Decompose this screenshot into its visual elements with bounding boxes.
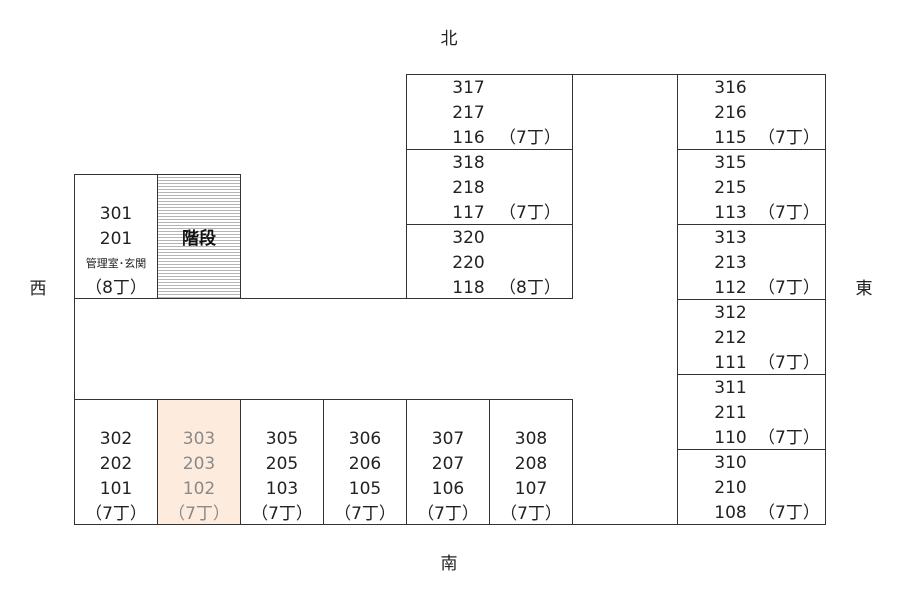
stairs: 階段	[157, 174, 241, 299]
room-number-bottom: 111	[714, 353, 747, 373]
room-number-mid: 201	[99, 229, 133, 249]
room-number-top: 311	[714, 378, 747, 398]
room-number-top: 305	[265, 429, 299, 449]
room-number-bottom: 108	[714, 503, 747, 523]
room-number-mid: 211	[714, 403, 747, 423]
room-number-bottom: 103	[265, 479, 299, 499]
room-number-mid: 207	[431, 454, 465, 474]
room-number-mid: 217	[452, 103, 485, 123]
room-number-top: 308	[514, 429, 548, 449]
room-number-mid: 203	[182, 454, 216, 474]
room-number-bottom: 117	[452, 203, 485, 223]
room-number-top: 317	[452, 78, 485, 98]
room-size: （7丁）	[758, 428, 820, 448]
room-303-highlighted: 303 203 102 （7丁）	[157, 399, 241, 525]
room-size: （7丁）	[499, 203, 561, 223]
room-size: （8丁）	[85, 278, 147, 298]
room-size: （8丁）	[499, 278, 561, 298]
room-number-top: 313	[714, 228, 747, 248]
corridor-ns	[573, 75, 677, 524]
direction-east: 東	[855, 279, 873, 299]
stairs-label: 階段	[182, 229, 216, 249]
room-number-mid: 216	[714, 103, 747, 123]
room-number-bottom: 105	[348, 479, 382, 499]
room-size: （7丁）	[417, 504, 479, 524]
room-number-bottom: 116	[452, 128, 485, 148]
room-306: 306 206 105 （7丁）	[323, 399, 407, 525]
room-number-top: 318	[452, 153, 485, 173]
room-size: （7丁）	[758, 353, 820, 373]
room-number-top: 306	[348, 429, 382, 449]
room-size: （7丁）	[758, 503, 820, 523]
room-number-mid: 210	[714, 478, 747, 498]
room-320: 320 220 118 （8丁）	[406, 224, 573, 299]
room-number-bottom: 118	[452, 278, 485, 298]
room-size: （7丁）	[758, 278, 820, 298]
room-number-top: 302	[99, 429, 133, 449]
room-size: （7丁）	[334, 504, 396, 524]
room-number-bottom: 113	[714, 203, 747, 223]
room-312: 312 212 111 （7丁）	[677, 299, 826, 375]
room-316: 316 216 115 （7丁）	[677, 74, 826, 150]
room-size: （7丁）	[499, 128, 561, 148]
room-number-mid: 220	[452, 253, 485, 273]
room-size: （7丁）	[758, 128, 820, 148]
room-number-top: 315	[714, 153, 747, 173]
room-number-mid: 215	[714, 178, 747, 198]
room-size: （7丁）	[85, 504, 147, 524]
room-number-bottom: 115	[714, 128, 747, 148]
office-entrance-label: 管理室･玄関	[85, 257, 147, 270]
room-number-mid: 205	[265, 454, 299, 474]
room-number-top: 310	[714, 453, 747, 473]
room-number-bottom: 106	[431, 479, 465, 499]
room-307: 307 207 106 （7丁）	[406, 399, 490, 525]
room-number-bottom: 110	[714, 428, 747, 448]
room-size: （7丁）	[500, 504, 562, 524]
direction-west: 西	[29, 279, 47, 299]
room-number-bottom: 102	[182, 479, 216, 499]
room-313: 313 213 112 （7丁）	[677, 224, 826, 300]
room-310: 310 210 108 （7丁）	[677, 449, 826, 525]
room-number-mid: 208	[514, 454, 548, 474]
room-number-top: 316	[714, 78, 747, 98]
room-number-top: 312	[714, 303, 747, 323]
room-305: 305 205 103 （7丁）	[240, 399, 324, 525]
room-number-mid: 218	[452, 178, 485, 198]
direction-south: 南	[440, 554, 458, 574]
direction-north: 北	[440, 29, 458, 49]
room-318: 318 218 117 （7丁）	[406, 149, 573, 225]
room-302: 302 202 101 （7丁）	[74, 399, 158, 525]
room-315: 315 215 113 （7丁）	[677, 149, 826, 225]
room-number-mid: 212	[714, 328, 747, 348]
room-number-mid: 202	[99, 454, 133, 474]
room-308: 308 208 107 （7丁）	[489, 399, 573, 525]
room-number-top: 301	[99, 204, 133, 224]
room-size: （7丁）	[168, 504, 230, 524]
room-number-top: 307	[431, 429, 465, 449]
room-number-top: 320	[452, 228, 485, 248]
room-number-mid: 206	[348, 454, 382, 474]
room-301: 301 201 管理室･玄関 （8丁）	[74, 174, 158, 299]
room-size: （7丁）	[251, 504, 313, 524]
room-size: （7丁）	[758, 203, 820, 223]
room-number-bottom: 112	[714, 278, 747, 298]
room-311: 311 211 110 （7丁）	[677, 374, 826, 450]
room-317: 317 217 116 （7丁）	[406, 74, 573, 150]
room-number-bottom: 101	[99, 479, 133, 499]
room-number-top: 303	[182, 429, 216, 449]
room-number-bottom: 107	[514, 479, 548, 499]
room-number-mid: 213	[714, 253, 747, 273]
